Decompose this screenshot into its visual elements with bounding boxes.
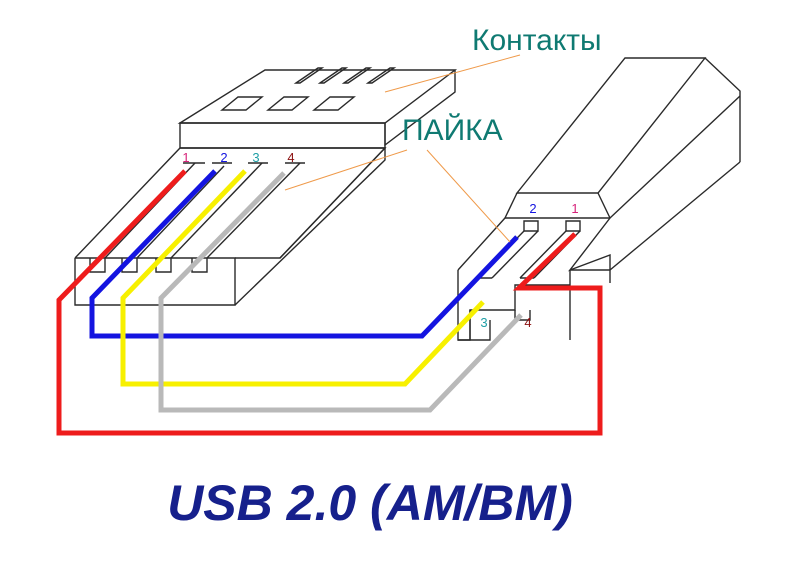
bm-pin-1-label: 1 bbox=[571, 201, 578, 216]
diagram-title: USB 2.0 (AM/BM) bbox=[167, 475, 573, 531]
solder-label: ПАЙКА bbox=[402, 113, 503, 147]
pin-numbers: 1 2 3 4 2 1 3 4 bbox=[182, 150, 578, 330]
usb-b-body-top bbox=[515, 57, 707, 194]
bm-pin-3-label: 3 bbox=[480, 315, 487, 330]
wires bbox=[56, 169, 603, 436]
am-pin-2-label: 2 bbox=[220, 150, 227, 165]
am-pin-4-label: 4 bbox=[287, 150, 294, 165]
wire-pin3-yellow bbox=[120, 169, 485, 387]
wire-pin2-blue bbox=[89, 169, 519, 339]
usb-a-connector bbox=[74, 67, 458, 306]
solder-leader-a bbox=[284, 149, 408, 191]
bm-pin-2-label: 2 bbox=[529, 201, 536, 216]
contacts-label: Контакты bbox=[472, 24, 602, 57]
wire-pin4-grey bbox=[158, 171, 523, 413]
solder-leader-b bbox=[426, 149, 511, 243]
usb-a-tongue-front bbox=[179, 122, 386, 149]
am-pin-3-label: 3 bbox=[252, 150, 259, 165]
am-pin-1-label: 1 bbox=[182, 150, 189, 165]
leader-lines bbox=[284, 54, 521, 243]
usb-b-solder-slots bbox=[477, 220, 581, 279]
wire-pin1-red bbox=[56, 169, 603, 436]
usb-a-contact-pads bbox=[220, 67, 397, 111]
bm-pin-4-label: 4 bbox=[524, 315, 531, 330]
usb-b-connector bbox=[457, 57, 741, 341]
contacts-leader bbox=[384, 54, 521, 93]
